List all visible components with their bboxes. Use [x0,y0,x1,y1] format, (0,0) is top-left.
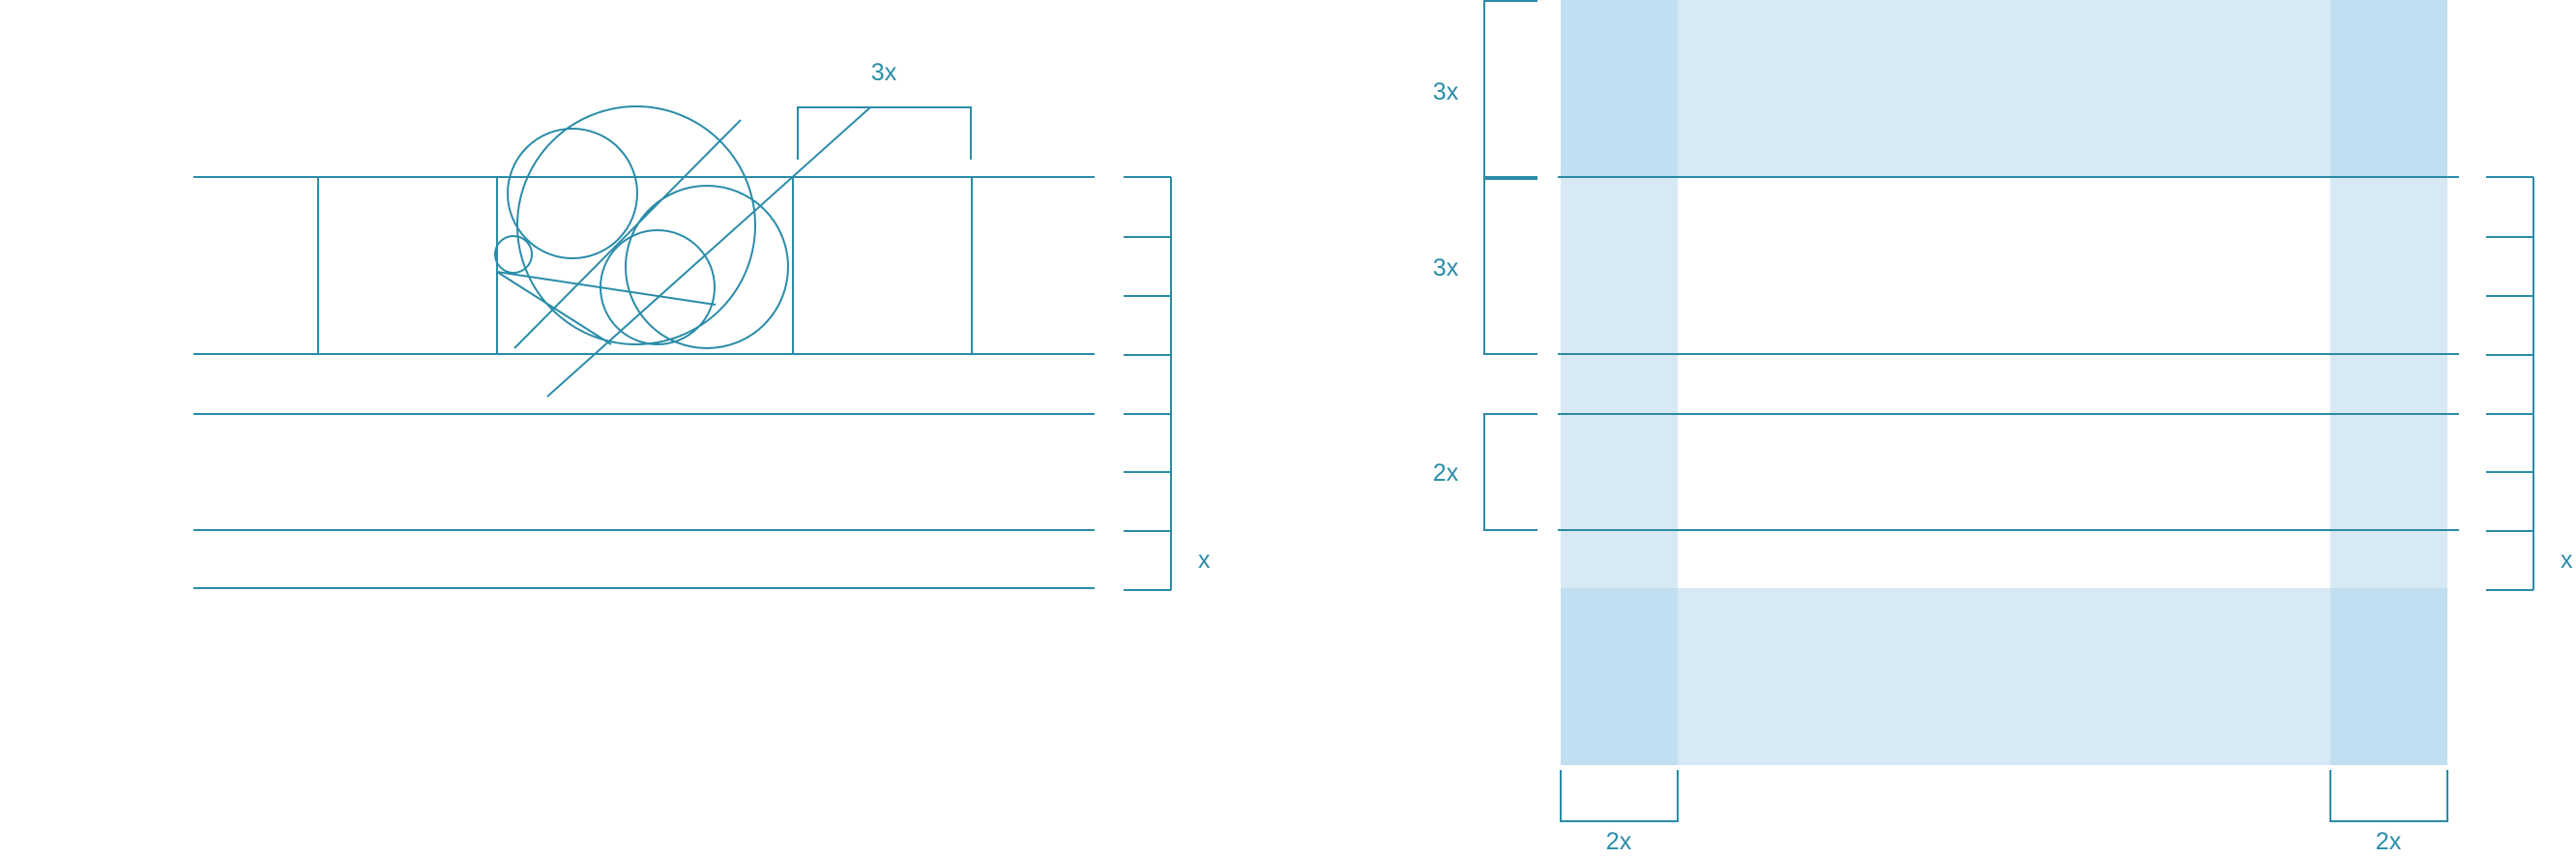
label-3x-upper: 3x [1433,78,1459,105]
right-band [2330,177,2447,588]
left-horizontal-guides [193,176,1095,589]
inner-circle [600,229,716,345]
left-logo-construction: 3x x [193,59,1211,591]
bottom-dimension-brackets: 2x 2x [1560,770,2448,855]
bracket-2x-bottom-right [2329,770,2448,822]
label-2x-bottom-right: 2x [2376,828,2402,855]
corner-top-right [2330,0,2447,177]
bottom-band [1561,588,2447,765]
left-band [1561,177,1678,588]
label-3x-top: 3x [871,59,897,86]
left-unit-ruler: x [1124,176,1211,591]
clearspace-bands [1561,0,2447,765]
construction-diagonals [496,106,871,398]
diagonal-line-2 [546,106,871,398]
left-dimension-brackets: 3x 3x 2x [1433,0,1537,531]
large-circle [516,105,756,345]
bracket-2x-lower [1483,413,1537,531]
corner-bottom-left [1561,588,1678,765]
right-clearspace-diagram: 3x 3x 2x 2x 2x x [1433,0,2573,855]
corner-bottom-right [2330,588,2447,765]
left-vertical-guides [317,177,973,354]
bracket-3x-middle [1483,178,1537,355]
bracket-3x [797,106,972,160]
upper-left-circle [507,128,638,259]
bracket-3x-upper [1483,0,1537,178]
tangent-line-1 [496,271,717,306]
right-circle [625,185,789,349]
bracket-2x-bottom-left [1560,770,1679,822]
right-horizontal-guides [1558,176,2459,531]
top-dimension-bracket: 3x [797,59,972,160]
label-2x-bottom-left: 2x [1606,828,1632,855]
label-x-left: x [1198,547,1211,574]
tangent-line-2 [496,271,612,345]
label-3x-middle: 3x [1433,254,1459,281]
label-x-right: x [2561,547,2573,574]
top-band [1561,0,2447,177]
label-2x-lower: 2x [1433,459,1459,487]
right-unit-ruler: x [2486,176,2573,591]
diagonal-line-1 [513,119,742,349]
small-circle [494,235,533,274]
corner-top-left [1561,0,1678,177]
